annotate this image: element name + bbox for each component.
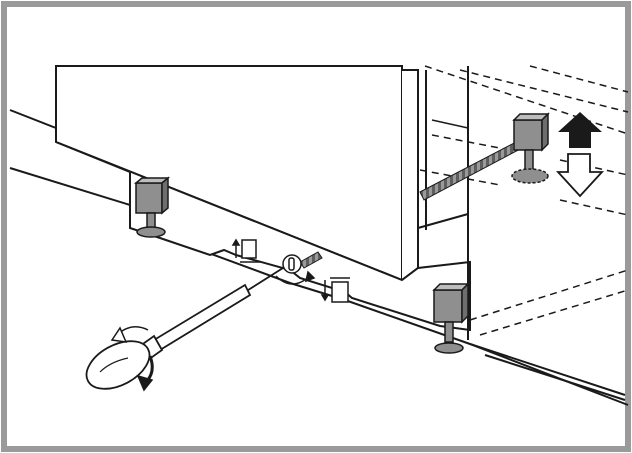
foot-rear-left <box>133 176 171 238</box>
foot-front-right <box>432 282 470 354</box>
down-arrow-icon <box>555 153 605 198</box>
rotate-icon <box>275 270 316 285</box>
up-arrow-icon <box>558 112 602 148</box>
raise-symbol-icon <box>231 238 260 263</box>
handle-rotate-arrows <box>110 326 154 392</box>
screwdriver-icon <box>85 267 284 390</box>
foot-rear-right <box>511 112 550 184</box>
lower-symbol-icon <box>320 277 350 303</box>
adjustment-screw <box>282 254 302 274</box>
